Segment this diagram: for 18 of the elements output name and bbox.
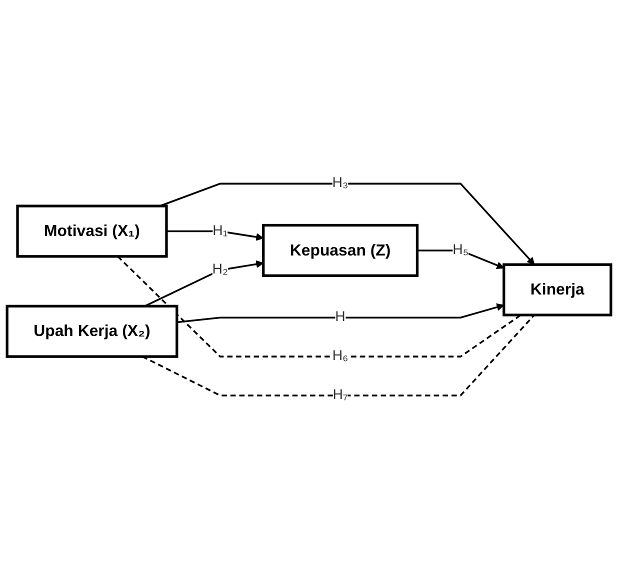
arrow: [176, 304, 504, 324]
arrow: [166, 230, 264, 242]
edge-label: H₁: [212, 224, 228, 239]
connector: [117, 256, 522, 358]
node-box: Motivasi (X₁): [16, 205, 168, 258]
node-box: Kinerja: [502, 264, 612, 317]
edge-label: H₆: [332, 349, 348, 364]
arrow: [160, 183, 535, 266]
edge-label: H₅: [452, 242, 469, 258]
node-box: Upah Kerja (X₂): [6, 305, 178, 358]
arrow: [417, 250, 504, 270]
edge-label: H₂: [212, 262, 228, 278]
connector: [142, 314, 535, 397]
edge-label: H₇: [332, 388, 348, 403]
edge-label: H: [335, 310, 346, 326]
node-box: Kepuasan (Z): [262, 224, 419, 278]
arrow: [144, 260, 264, 308]
edge-label: H₃: [332, 176, 348, 192]
